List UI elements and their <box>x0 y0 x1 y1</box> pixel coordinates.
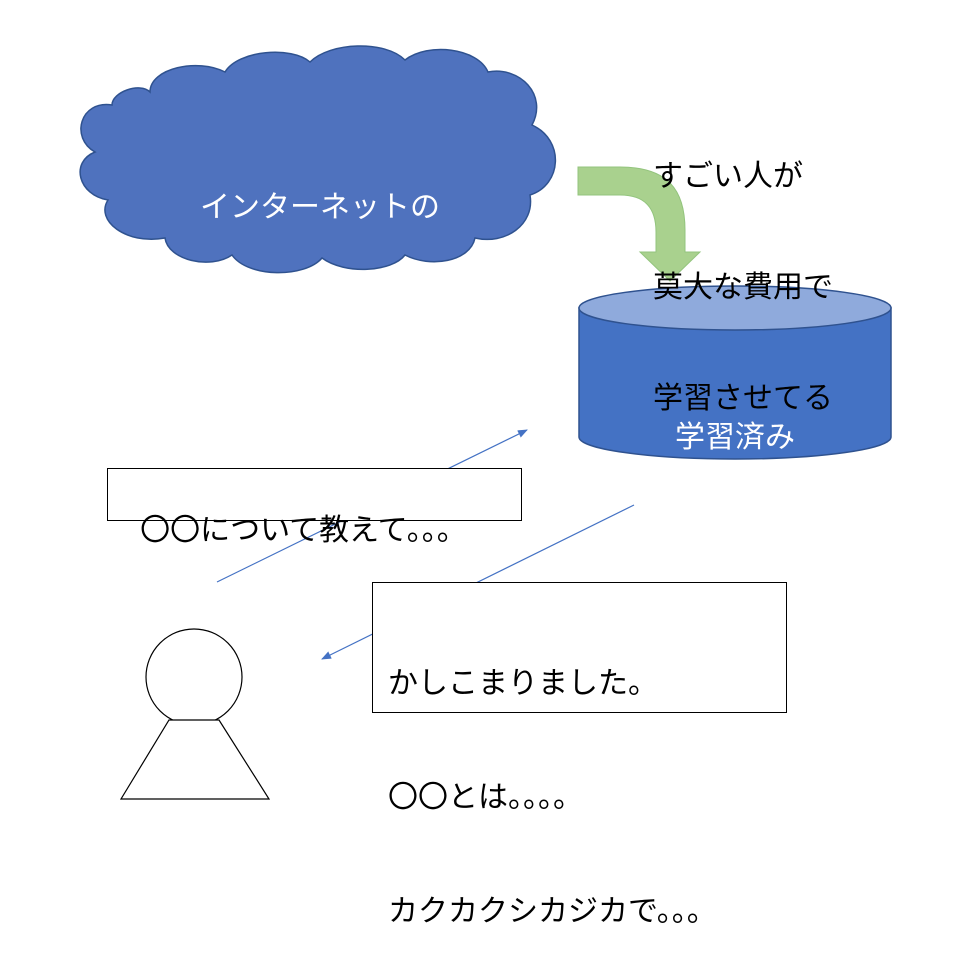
diagram-canvas <box>79 45 892 800</box>
answer-line3: カクカクシカジカで。。。 <box>388 894 717 929</box>
training-note-line1: すごい人が <box>653 159 803 194</box>
answer-line1: かしこまりました。 <box>388 666 658 701</box>
cloud-label-line1: インターネットの <box>200 190 440 225</box>
cloud-shape <box>79 45 557 274</box>
cloud-label-line2: 膨大なテキスト <box>215 301 425 336</box>
database-cylinder <box>578 285 892 460</box>
database-label: 学習済み 知識ベース <box>585 345 885 604</box>
answer-line2: 〇〇とは。。。。 <box>388 780 583 815</box>
training-note-line3: 学習させてる <box>653 381 833 416</box>
person-icon <box>119 628 271 800</box>
database-label-line1: 学習済み <box>675 420 795 455</box>
database-label-line2: 知識ベース <box>660 531 810 566</box>
question-text: 〇〇について教えて。。。 <box>140 513 467 548</box>
training-note: すごい人が 莫大な費用で 学習させてる <box>653 84 833 454</box>
training-note-line2: 莫大な費用で <box>653 270 833 305</box>
bent-arrow-icon <box>577 166 702 282</box>
answer-box: かしこまりました。 〇〇とは。。。。 カクカクシカジカで。。。 <box>372 582 787 929</box>
question-box: 〇〇について教えて。。。 <box>107 468 522 548</box>
cloud-label: インターネットの 膨大なテキスト <box>140 115 500 374</box>
